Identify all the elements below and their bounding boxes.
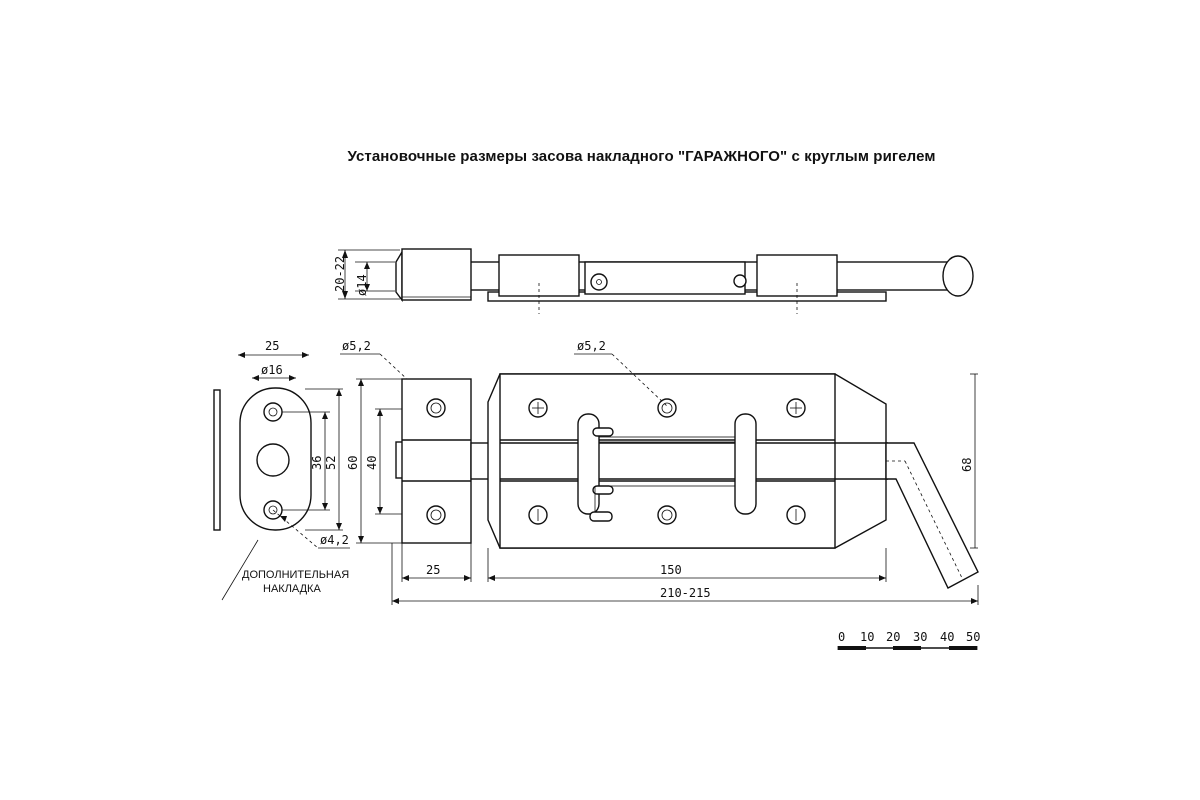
dim-plate-hole-spacing: 36 xyxy=(310,456,324,470)
dim-top-rod-diameter: ø14 xyxy=(355,274,369,296)
body-screw-holes xyxy=(528,398,806,525)
dim-top-height: 20-22 xyxy=(333,256,347,292)
extra-plate-view: 25 ø16 36 52 ø4,2 xyxy=(213,339,350,601)
dim-plate-width: 25 xyxy=(265,339,279,353)
dim-plate-height: 52 xyxy=(324,456,338,470)
drawing-title: Установочные размеры засова накладного "… xyxy=(347,148,936,165)
dim-keeper-height: 60 xyxy=(346,456,360,470)
extra-plate-label-line2: НАКЛАДКА xyxy=(263,583,321,595)
extra-plate-label-line1: ДОПОЛНИТЕЛЬНАЯ xyxy=(242,569,349,581)
dim-screw-hole-body: ø5,2 xyxy=(577,339,606,353)
scale-bar: 0 10 20 30 40 50 xyxy=(837,630,980,650)
scale-tick-20: 20 xyxy=(886,630,900,644)
dim-screw-hole-left: ø5,2 xyxy=(342,339,371,353)
top-view: 20-22 ø14 xyxy=(333,248,974,314)
dim-overall-length: 210-215 xyxy=(660,586,711,600)
dim-body-length: 150 xyxy=(660,563,682,577)
dim-plate-small-hole: ø4,2 xyxy=(320,533,349,547)
dim-keeper-width: 25 xyxy=(426,563,440,577)
scale-tick-40: 40 xyxy=(940,630,954,644)
dim-handle-height: 68 xyxy=(960,458,974,472)
scale-tick-50: 50 xyxy=(966,630,980,644)
scale-tick-10: 10 xyxy=(860,630,874,644)
scale-tick-30: 30 xyxy=(913,630,927,644)
dim-keeper-inner: 40 xyxy=(365,456,379,470)
scale-tick-0: 0 xyxy=(838,630,845,644)
dim-plate-hole-diameter: ø16 xyxy=(261,363,283,377)
front-view: ø5,2 60 40 xyxy=(340,339,979,605)
